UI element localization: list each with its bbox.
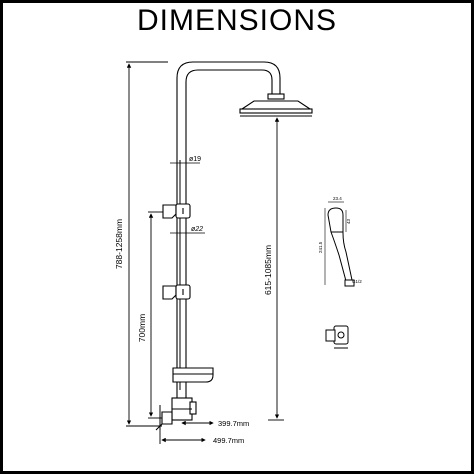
diverter-valve (155, 397, 197, 431)
handset-holder-upper (162, 203, 191, 219)
hose-connector-label: G1/2 (352, 279, 362, 284)
bracket-spacing-dimension (148, 211, 163, 419)
shower-riser-rail (176, 61, 281, 405)
overall-height-label: 788-1258mm (114, 219, 124, 269)
overall-height-dimension (126, 61, 168, 427)
hand-shower-head-length-label: 43 (346, 218, 351, 224)
page-title: DIMENSIONS (136, 4, 338, 37)
riser-diameter-label: ø19 (189, 156, 201, 163)
arm-depth-label: 399.7mm (218, 419, 249, 428)
overall-depth-label: 499.7mm (213, 436, 244, 445)
bracket-spacing-label: 700mm (137, 314, 147, 342)
slide-diameter-label: ø22 (191, 226, 203, 233)
adjustable-height-label: 615-1085mm (263, 245, 273, 295)
hand-shower-width-label: 23.4 (333, 196, 342, 201)
wall-elbow-detail (325, 325, 349, 349)
hand-shower-dimension-lines (324, 201, 347, 285)
adjustable-height-dimension (268, 115, 284, 421)
handset-holder-lower (162, 284, 191, 300)
overall-depth-dimension (159, 430, 206, 444)
hand-shower-length-label: 241.5 (318, 241, 323, 253)
rain-shower-head (239, 93, 313, 117)
soap-shelf (172, 367, 214, 383)
hand-shower-detail (327, 207, 355, 287)
